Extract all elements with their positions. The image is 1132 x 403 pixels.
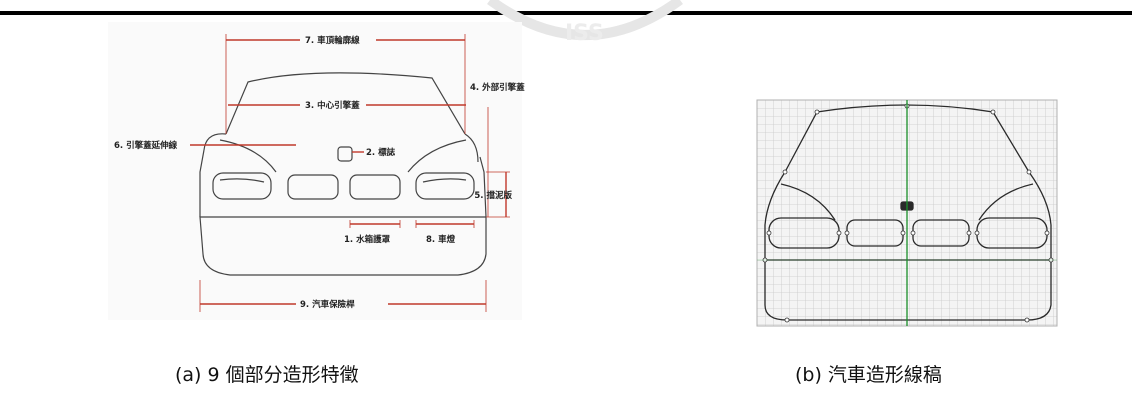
roof-outline: [225, 72, 466, 135]
label-roof: 7. 車頂輪廓線: [305, 35, 360, 46]
top-rule: [0, 11, 1132, 15]
svg-text:ISS: ISS: [565, 21, 604, 46]
label-bumper: 9. 汽車保險桿: [300, 299, 355, 310]
bumper-shape: [199, 216, 487, 276]
label-hood-extension: 6. 引擎蓋延伸線: [114, 140, 178, 151]
figure-b-car-line-drawing: [756, 99, 1058, 327]
right-headlight: [415, 172, 475, 200]
label-emblem: 2. 標誌: [366, 147, 396, 158]
right-grille: [349, 174, 401, 200]
label-fender: 5. 擋泥版: [474, 190, 512, 201]
label-grille: 1. 水箱護罩: [344, 234, 391, 245]
caption-figure-b: (b) 汽車造形線稿: [795, 364, 942, 386]
label-lamp: 8. 車燈: [426, 234, 456, 245]
caption-figure-a: (a) 9 個部分造形特徵: [175, 364, 359, 386]
watermark-seal: ISS: [487, 0, 683, 46]
label-outer-hood: 4. 外部引擎蓋: [470, 82, 525, 93]
label-center-hood: 3. 中心引擎蓋: [305, 100, 360, 111]
figure-a-annotated-car: 7. 車頂輪廓線 4. 外部引擎蓋 3. 中心引擎蓋 6. 引擎蓋延伸線 2. …: [108, 22, 525, 320]
left-headlight: [212, 172, 272, 200]
emblem: [337, 146, 353, 162]
left-grille: [287, 174, 339, 200]
